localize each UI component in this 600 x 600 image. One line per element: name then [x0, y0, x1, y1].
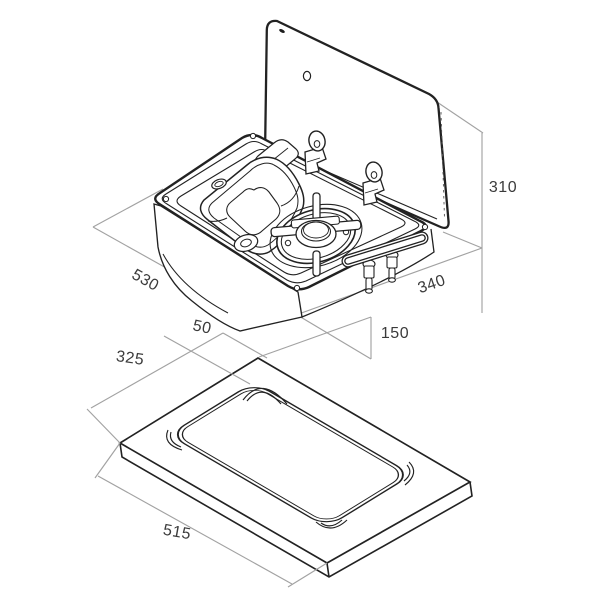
lid-rest-channel	[341, 231, 429, 268]
burner-screw-left	[284, 239, 292, 247]
ext-line-panel-bottom	[287, 562, 328, 588]
lid-hinge-right	[362, 161, 385, 206]
cutout-opening	[176, 387, 404, 523]
panel-thickness-edges	[119, 442, 473, 578]
cutout-panel-view	[118, 357, 473, 578]
bowl-wall-curve-right	[280, 185, 300, 207]
trivet-arm-back	[312, 192, 321, 221]
under-counter-bowl-body	[153, 203, 303, 332]
dim-line-515	[97, 475, 293, 585]
ext-line-cutout-back	[163, 335, 251, 385]
top-recess-edge	[176, 148, 406, 276]
dim-line-340	[267, 247, 483, 326]
ext-line-panel-left-a	[86, 408, 121, 444]
dimension-label-lid-height: 310	[488, 179, 518, 196]
flange-screw-holes	[162, 132, 429, 292]
flange-rolled-rim	[161, 140, 420, 284]
dim-line-50-325	[90, 332, 224, 409]
dim-line-50-leg	[222, 332, 268, 359]
ext-line-right-corner	[442, 231, 483, 249]
dimension-label-built-in-depth: 150	[380, 325, 410, 342]
gas-burner	[269, 192, 363, 277]
under-bowl-seam	[162, 253, 229, 314]
drain-recess	[233, 233, 259, 253]
cutout-corner-walls	[166, 387, 415, 529]
drain-hole	[240, 238, 252, 248]
bowl-wall-curve-left	[207, 217, 228, 222]
ext-line-150-upper	[258, 316, 372, 358]
lid-hole	[302, 70, 312, 82]
overflow-hole-inner	[214, 180, 224, 188]
sink-hob-unit	[153, 132, 435, 332]
burner-cap-top	[303, 221, 329, 239]
ext-line-left-corner	[92, 188, 164, 228]
dimension-lines	[86, 99, 484, 588]
ext-line-lid-top	[433, 99, 484, 134]
trivet-arm-front	[312, 250, 321, 277]
bowl-bottom	[226, 187, 281, 236]
lid-hinge-left	[304, 130, 327, 175]
lid-corner-mark	[279, 29, 285, 33]
ext-line-panel-left-b	[94, 442, 121, 479]
